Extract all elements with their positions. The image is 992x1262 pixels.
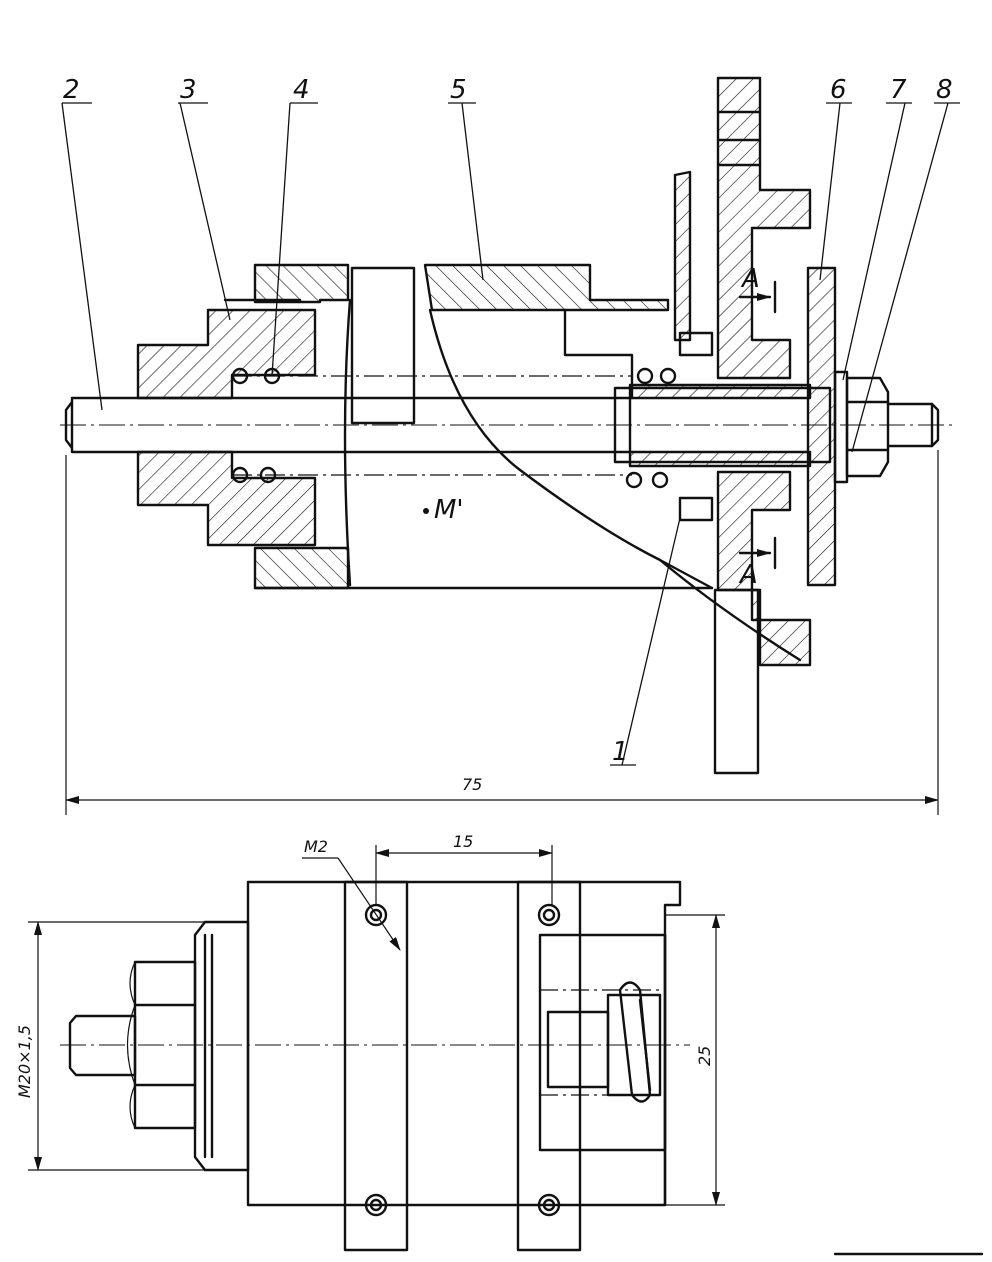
sectional-view: A A M' 2 3 4 5 6 7: [60, 75, 960, 815]
label-part-3: 3: [180, 75, 197, 105]
hub-bushing: [613, 331, 832, 522]
point-m-dot: [423, 508, 429, 514]
dimension-overall-length: 75: [65, 450, 939, 815]
main-block: [246, 880, 682, 1252]
label-part-6: 6: [830, 75, 847, 105]
label-part-4: 4: [293, 75, 310, 105]
dimension-screw: M2: [302, 837, 401, 951]
label-part-1: 1: [612, 737, 629, 767]
label-part-2: 2: [63, 75, 80, 105]
dim-thread-text: M20×1,5: [15, 1025, 34, 1098]
part-callouts: 2 3 4 5 6 7 8 1: [61, 75, 960, 767]
dim-75-text: 75: [462, 775, 482, 794]
point-m-label: M': [434, 495, 464, 525]
dimension-thread: M20×1,5: [15, 921, 205, 1171]
dim-m2-text: M2: [304, 837, 328, 856]
screw-holes: [364, 903, 561, 1217]
spring-part-4: [231, 367, 632, 484]
housing-part-5: [253, 263, 714, 590]
dimension-hole-spacing: 15: [375, 832, 553, 905]
section-marks: A A: [738, 264, 777, 590]
section-label-top: A: [740, 264, 760, 294]
flange-discs: [658, 76, 837, 775]
nut-part-3: [136, 298, 317, 547]
external-view: 15 M2 25 M20×1,5: [15, 832, 984, 1256]
label-part-8: 8: [936, 75, 953, 105]
dim-25-text: 25: [695, 1046, 714, 1066]
inner-spring: [540, 981, 665, 1103]
label-part-5: 5: [450, 75, 467, 105]
end-nut-part-8: [833, 370, 940, 484]
dimension-height: 25: [665, 914, 725, 1206]
label-part-7: 7: [890, 75, 907, 105]
section-label-bottom: A: [738, 560, 758, 590]
dim-15-text: 15: [453, 832, 473, 851]
